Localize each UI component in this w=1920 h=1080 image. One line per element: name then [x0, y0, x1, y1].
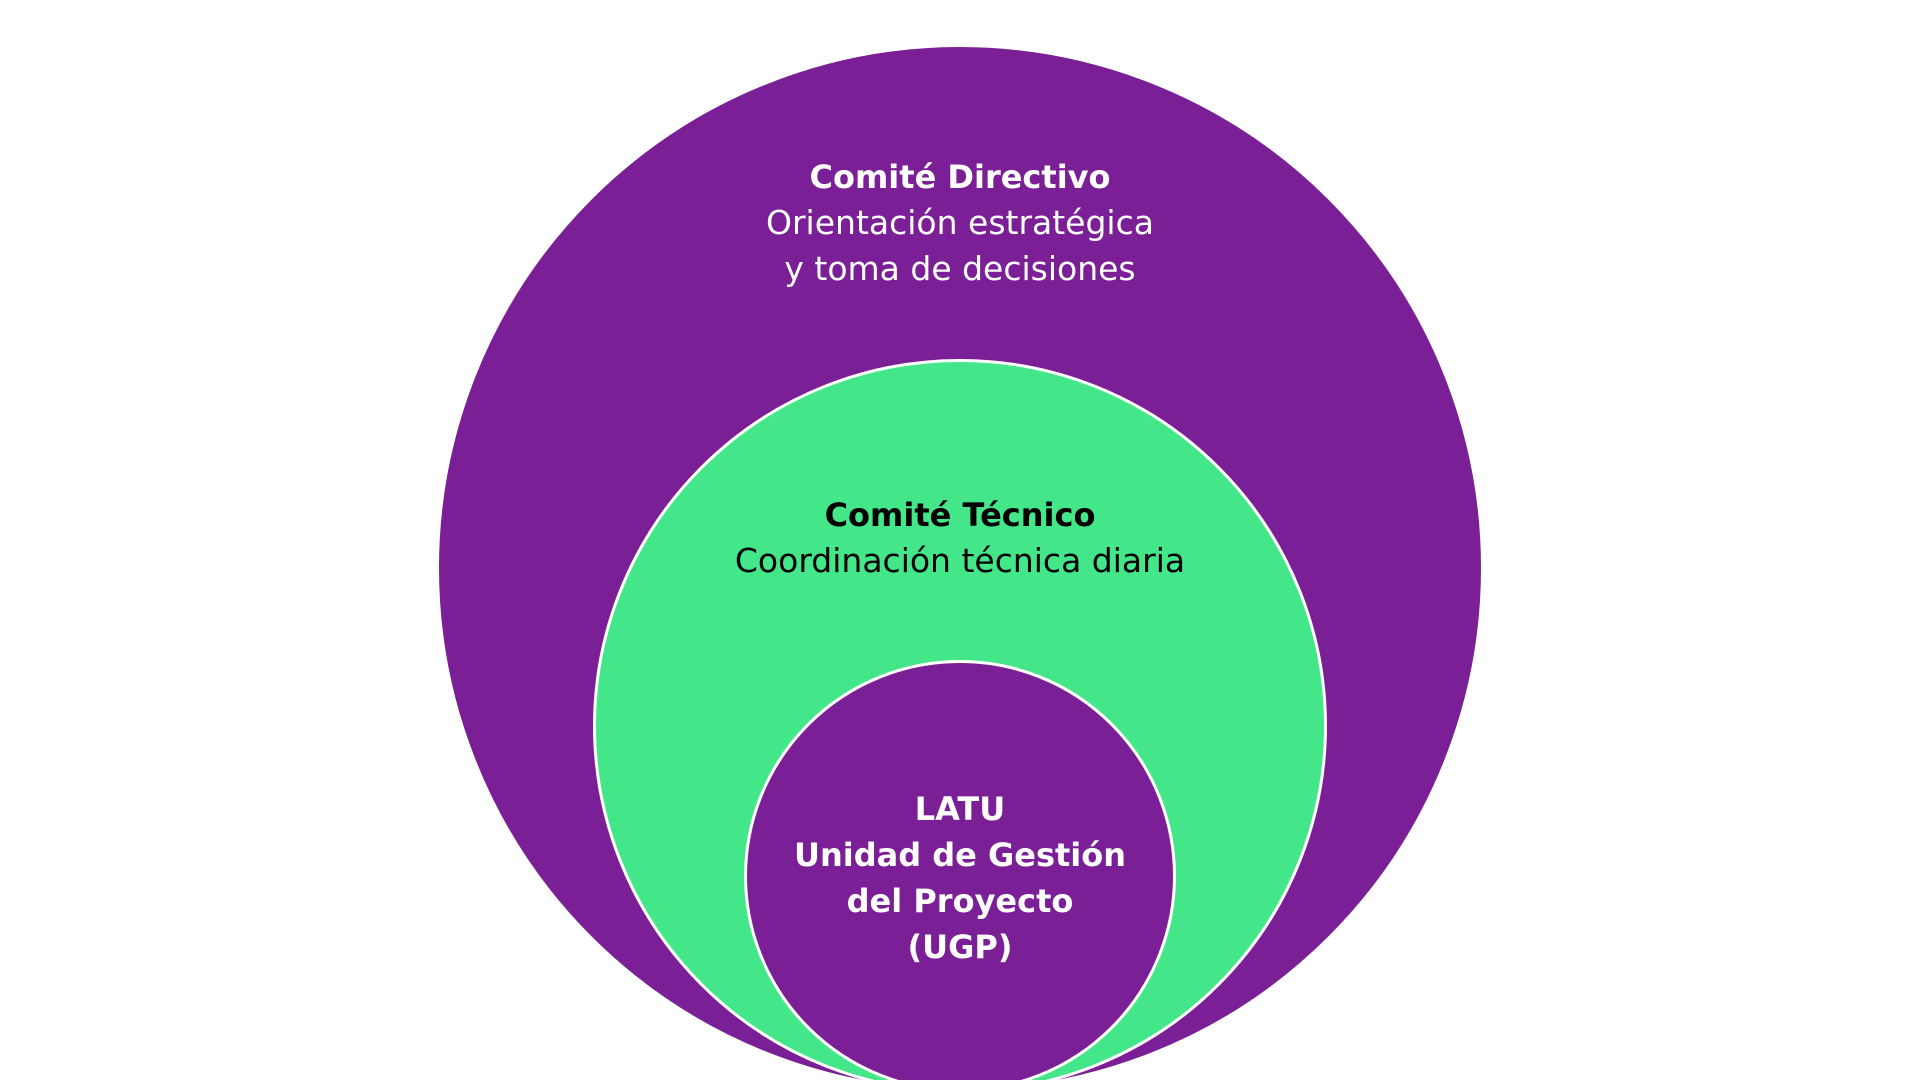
ugp-title-line-1: LATU	[914, 790, 1006, 828]
comite-tecnico-title: Comité Técnico	[824, 496, 1096, 534]
ugp-title-line-2: Unidad de Gestión	[793, 836, 1127, 874]
comite-directivo-title: Comité Directivo	[809, 158, 1111, 196]
comite-directivo-label: Comité Directivo Orientación estratégica…	[0, 154, 1920, 292]
comite-directivo-description-line-1: Orientación estratégica	[766, 203, 1154, 242]
ugp-circle	[744, 660, 1176, 1080]
ugp-title-line-4: (UGP)	[907, 928, 1013, 966]
comite-directivo-description-line-2: y toma de decisiones	[784, 249, 1136, 288]
comite-tecnico-label: Comité Técnico Coordinación técnica diar…	[0, 492, 1920, 584]
comite-tecnico-description: Coordinación técnica diaria	[734, 541, 1186, 580]
ugp-label: LATU Unidad de Gestión del Proyecto (UGP…	[0, 786, 1920, 970]
ugp-title-line-3: del Proyecto	[846, 882, 1074, 920]
